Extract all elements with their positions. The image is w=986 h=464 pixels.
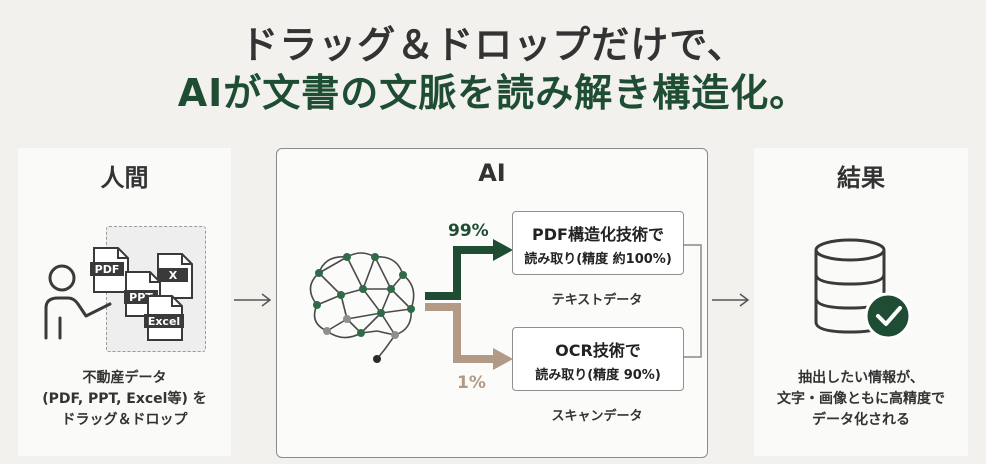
scan-data-label: スキャンデータ bbox=[551, 409, 643, 424]
arrow-right-icon bbox=[712, 293, 750, 307]
human-panel: 人間 PDF X PPT Excel 不動産データ (PDF, PPT, Exc… bbox=[18, 148, 231, 456]
bottom-percent: 1% bbox=[457, 373, 486, 393]
human-caption-line: 不動産データ bbox=[82, 370, 167, 386]
human-caption-line: ドラッグ＆ドロップ bbox=[61, 412, 188, 428]
person-icon bbox=[44, 264, 112, 340]
brain-network-icon bbox=[309, 252, 415, 363]
human-panel-title: 人間 bbox=[100, 164, 149, 192]
pdf-label: PDF bbox=[94, 263, 120, 276]
arrow-right-icon bbox=[234, 293, 272, 307]
database-check-icon bbox=[814, 238, 912, 340]
ocr-box-line2: 読み取り(精度 90%) bbox=[535, 368, 661, 383]
ocr-box: OCR技術で 読み取り(精度 90%) bbox=[512, 327, 684, 391]
excel-document-icon bbox=[144, 295, 184, 341]
x-label: X bbox=[168, 269, 178, 282]
result-panel-title: 結果 bbox=[837, 164, 885, 192]
excel-label: Excel bbox=[147, 315, 181, 328]
headline-line-1: ドラッグ＆ドロップだけで、 bbox=[240, 23, 746, 67]
result-panel: 結果 抽出したい情報が、 文字・画像ともに高精度で データ化される bbox=[754, 148, 968, 456]
x-document-icon bbox=[157, 253, 193, 299]
pdf-box-line1: PDF構造化技術で bbox=[532, 225, 664, 244]
result-caption-line: 文字・画像ともに高精度で bbox=[777, 391, 945, 407]
top-percent: 99% bbox=[448, 221, 489, 241]
pdf-box-line2: 読み取り(精度 約100%) bbox=[524, 252, 672, 267]
pdf-structuring-box: PDF構造化技術で 読み取り(精度 約100%) bbox=[512, 211, 684, 275]
result-caption: 抽出したい情報が、 文字・画像ともに高精度で データ化される bbox=[754, 368, 968, 431]
headline-line-2: AIが文書の文脈を読み解き構造化。 bbox=[177, 71, 809, 115]
result-caption-line: データ化される bbox=[812, 412, 910, 428]
human-caption: 不動産データ (PDF, PPT, Excel等) を ドラッグ＆ドロップ bbox=[18, 368, 231, 431]
ai-panel: AI bbox=[276, 148, 708, 458]
ppt-label: PPT bbox=[129, 291, 153, 304]
text-data-label: テキストデータ bbox=[551, 293, 643, 308]
ai-panel-title: AI bbox=[478, 159, 506, 187]
split-flow-arrows bbox=[425, 239, 513, 370]
result-caption-line: 抽出したい情報が、 bbox=[798, 370, 924, 386]
human-caption-line: (PDF, PPT, Excel等) を bbox=[42, 391, 207, 407]
merge-bracket bbox=[683, 244, 702, 358]
ocr-box-line1: OCR技術で bbox=[555, 341, 641, 360]
